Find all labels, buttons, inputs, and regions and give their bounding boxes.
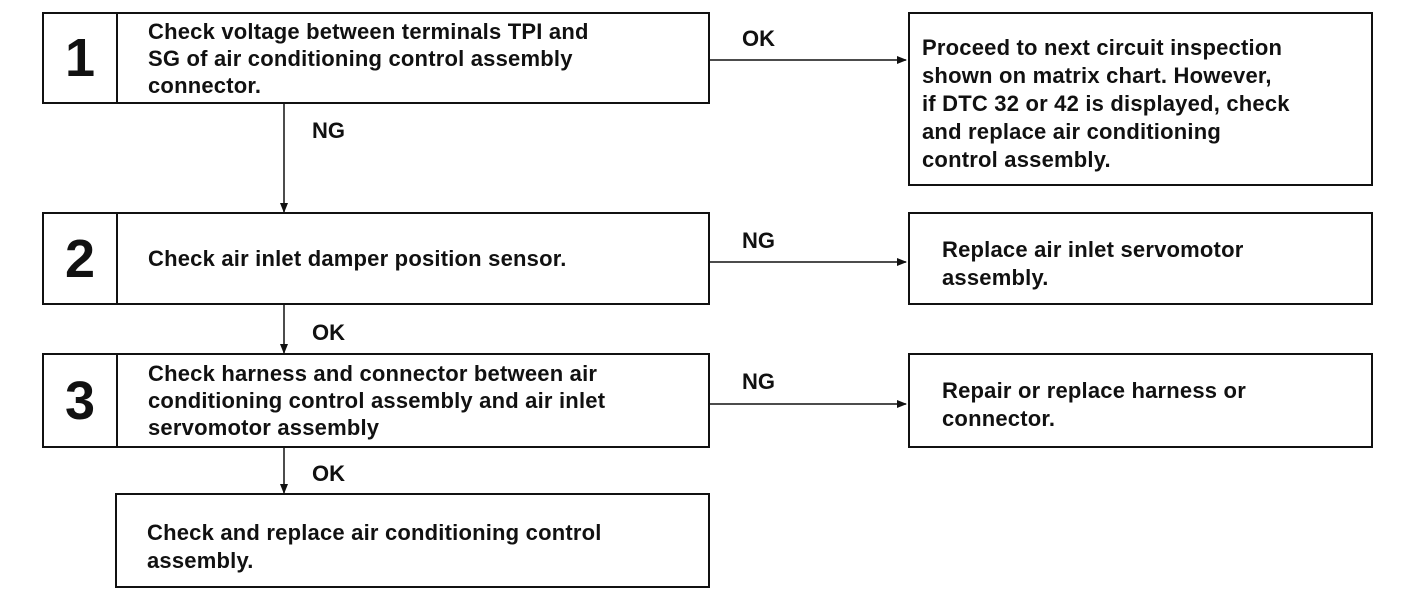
result-3-box: Repair or replace harness or connector. xyxy=(908,353,1373,448)
step-2-text: Check air inlet damper position sensor. xyxy=(148,246,567,271)
label-step2-ng: NG xyxy=(742,228,775,253)
result-1-text: Proceed to next circuit inspection shown… xyxy=(922,35,1290,172)
label-step1-ng: NG xyxy=(312,118,345,143)
step-3-text: Check harness and connector between air … xyxy=(148,361,606,440)
final-step-box: Check and replace air conditioning contr… xyxy=(115,493,710,588)
result-3-text: Repair or replace harness or connector. xyxy=(942,378,1246,431)
result-1-box: Proceed to next circuit inspection shown… xyxy=(908,12,1373,186)
step-2-box: 2 Check air inlet damper position sensor… xyxy=(42,212,710,305)
final-step-text: Check and replace air conditioning contr… xyxy=(147,520,602,573)
step-3-number: 3 xyxy=(44,355,118,446)
step-1-box: 1 Check voltage between terminals TPI an… xyxy=(42,12,710,104)
result-2-text: Replace air inlet servomotor assembly. xyxy=(942,237,1244,290)
step-2-number: 2 xyxy=(44,214,118,303)
step-3-box: 3 Check harness and connector between ai… xyxy=(42,353,710,448)
label-step3-ok: OK xyxy=(312,461,345,486)
step-1-text: Check voltage between terminals TPI and … xyxy=(148,18,589,98)
step-1-number: 1 xyxy=(44,14,118,102)
label-step2-ok: OK xyxy=(312,320,345,345)
label-step3-ng: NG xyxy=(742,369,775,394)
label-step1-ok: OK xyxy=(742,26,775,51)
result-2-box: Replace air inlet servomotor assembly. xyxy=(908,212,1373,305)
